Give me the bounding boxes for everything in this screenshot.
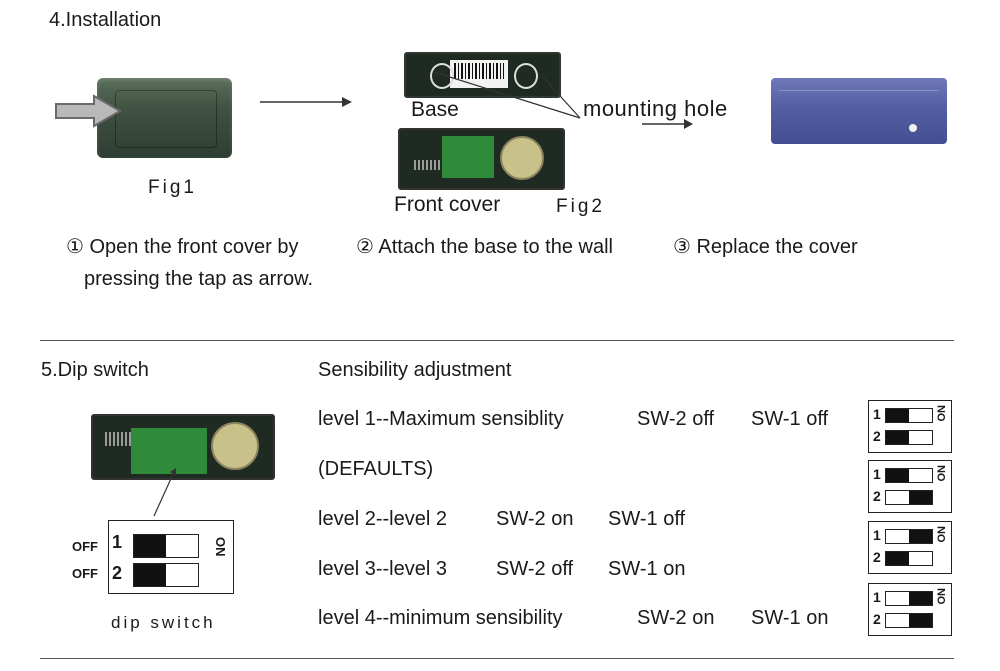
level-2-text: level 2--level 2 (318, 508, 447, 531)
front-cover-image (398, 128, 565, 190)
level-2-sw2: SW-2 on (496, 508, 573, 531)
dip-setting-icon-defaults: 1 2 ON (868, 460, 952, 513)
right-arrow-icon (258, 95, 354, 109)
level-1-sw1: SW-1 off (751, 408, 828, 431)
step-1-text: ① Open the front cover by (66, 234, 299, 259)
level-1-text: level 1--Maximum sensiblity (318, 408, 564, 431)
fig2-label: Fig2 (556, 196, 605, 218)
dip-switch-2 (133, 563, 199, 587)
dip-setting-icon-level-1: 1 2 ON (868, 400, 952, 453)
level-4-sw1: SW-1 on (751, 607, 828, 630)
bottom-divider (40, 658, 954, 659)
pcb-dip-switch-image (91, 414, 275, 480)
step-1-text-line2: pressing the tap as arrow. (84, 268, 313, 291)
dip-switch-title: 5.Dip switch (41, 359, 149, 382)
fig1-label: Fig1 (148, 177, 197, 199)
dip-setting-icon-level-4: 1 2 ON (868, 583, 952, 636)
level-3-sw2: SW-2 off (496, 558, 573, 581)
step-2-text: ② Attach the base to the wall (356, 234, 613, 259)
front-cover-label: Front cover (394, 193, 500, 217)
defaults-text: (DEFAULTS) (318, 458, 433, 481)
dip-switch-caption: dip switch (111, 613, 216, 633)
dip-num-2: 2 (112, 563, 122, 584)
dip-off-label-2: OFF (72, 566, 98, 581)
dip-pointer-arrow-icon (150, 466, 180, 520)
push-arrow-icon (54, 94, 124, 128)
sensibility-title: Sensibility adjustment (318, 359, 511, 382)
section-divider (40, 340, 954, 341)
mounting-hole-pointer-lines (430, 62, 590, 122)
dip-num-1: 1 (112, 532, 122, 553)
dip-off-label-1: OFF (72, 539, 98, 554)
level-2-sw1: SW-1 off (608, 508, 685, 531)
level-3-text: level 3--level 3 (318, 558, 447, 581)
right-arrow-icon-2 (640, 118, 694, 130)
level-4-sw2: SW-2 on (637, 607, 714, 630)
dip-switch-1 (133, 534, 199, 558)
level-4-text: level 4--minimum sensibility (318, 607, 563, 630)
dip-on-label: ON (213, 537, 228, 557)
level-3-sw1: SW-1 on (608, 558, 685, 581)
closed-cover-image (771, 78, 947, 144)
dip-setting-icon-level-3: 1 2 ON (868, 521, 952, 574)
dip-switch-diagram: 1 2 ON (108, 520, 234, 594)
level-1-sw2: SW-2 off (637, 408, 714, 431)
installation-title: 4.Installation (49, 9, 161, 32)
step-3-text: ③ Replace the cover (673, 234, 858, 259)
